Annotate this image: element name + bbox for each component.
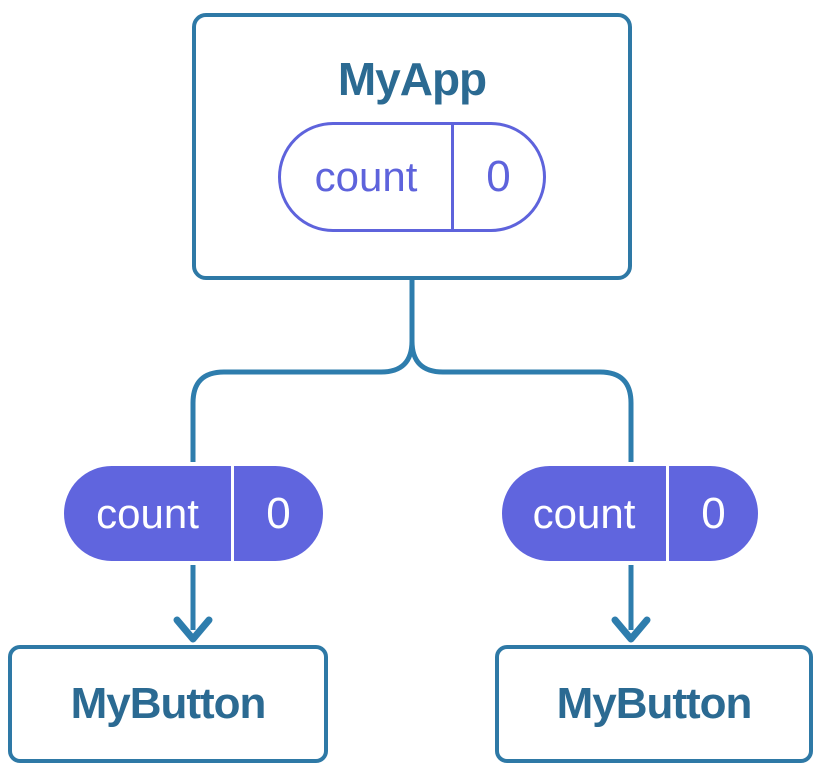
prop-pill-right: count 0 [498,462,762,565]
prop-pill-divider [231,466,234,561]
prop-pill-value: 0 [266,488,291,538]
component-title-mybutton: MyButton [70,678,267,728]
component-card-myapp: MyApp count 0 [192,13,632,280]
state-pill-myapp: count 0 [278,121,546,232]
component-title-myapp: MyApp [337,53,487,105]
component-card-mybutton-right: MyButton [495,645,813,763]
state-pill-label: count [314,152,418,200]
state-pill-value: 0 [486,151,511,201]
left-branch-line [190,340,415,630]
left-arrowhead-icon [173,616,213,643]
prop-pill-label: count [96,489,199,537]
right-arrowhead-icon [611,616,651,643]
prop-pill-divider [666,466,669,561]
prop-pill-left: count 0 [60,462,327,565]
prop-pill-value: 0 [701,488,726,538]
prop-pill-label: count [532,489,636,537]
component-title-mybutton: MyButton [556,678,753,728]
right-branch-line [409,340,634,630]
state-pill-divider [451,124,454,229]
component-card-mybutton-left: MyButton [8,645,328,763]
